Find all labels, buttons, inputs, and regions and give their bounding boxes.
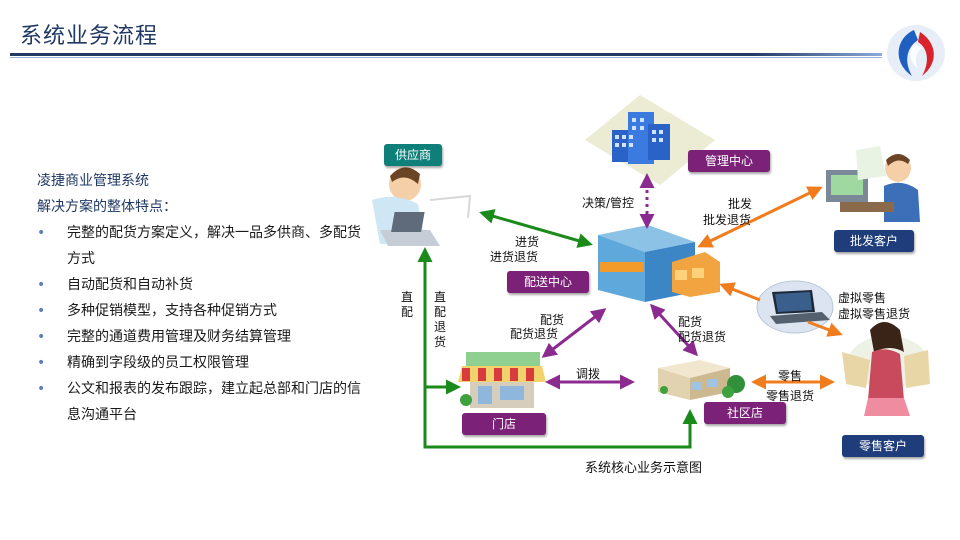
feature-list: 完整的配货方案定义，解决一品多供商、多配货方式 自动配货和自动补货 多种促销模型… [37,220,367,428]
retail-return-label: 零售退货 [766,389,815,403]
list-item: 完整的通道费用管理及财务结算管理 [37,324,367,350]
wholesale-customer-person-icon [826,146,920,222]
title-divider [10,53,882,56]
features-heading: 解决方案的整体特点： [37,199,177,215]
retail-label: 零售 [778,369,803,383]
retail-customer-badge: 零售客户 [842,435,924,457]
management-center-building-icon [585,95,715,185]
distribution-center-building-icon [598,225,720,302]
direct-delivery-label: 直配 [400,290,413,319]
store-badge: 门店 [462,413,546,435]
wholesale-arrow [697,186,823,248]
supplier-badge: 供应商 [384,144,442,166]
supplier-person-icon [372,167,472,246]
virtual-retail-label: 虚拟零售 [838,291,887,305]
store-building-icon [458,352,546,408]
virtual-retail-arrow [719,282,761,302]
store-distribute-return-label: 配货退货 [510,327,559,341]
community-distribution-arrow [649,303,699,357]
laptop-retail-arrow [807,320,843,337]
store-distribute-label: 配货 [540,313,565,327]
wholesale-label: 批发 [728,197,753,211]
distribution-center-badge: 配送中心 [507,271,589,293]
direct-delivery-arrow [417,247,698,449]
page-title: 系统业务流程 [20,24,159,49]
purchase-label: 进货 [515,235,540,249]
virtual-retail-return-label: 虚拟零售退货 [838,307,911,321]
solution-summary: 凌捷商业管理系统 解决方案的整体特点： 完整的配货方案定义，解决一品多供商、多配… [37,168,367,428]
company-logo [887,25,945,81]
list-item: 多种促销模型，支持各种促销方式 [37,298,367,324]
diagram-caption: 系统核心业务示意图 [585,461,703,476]
title-divider-thin [10,57,882,58]
community-store-building-icon [658,360,745,400]
laptop-icon [756,280,834,334]
management-center-badge: 管理中心 [688,150,770,172]
wholesale-customer-badge: 批发客户 [834,230,914,252]
community-distribute-label: 配货 [678,315,703,329]
list-item: 自动配货和自动补货 [37,272,367,298]
system-name: 凌捷商业管理系统 [37,173,149,189]
list-item: 公文和报表的发布跟踪，建立起总部和门店的信息沟通平台 [37,376,367,428]
direct-delivery-return-label: 直配退货 [433,290,446,349]
list-item: 精确到字段级的员工权限管理 [37,350,367,376]
transfer-label: 调拨 [576,367,601,381]
supplier-distribution-arrow [479,209,593,248]
community-distribute-return-label: 配货退货 [678,330,727,344]
community-store-badge: 社区店 [704,402,786,424]
list-item: 完整的配货方案定义，解决一品多供商、多配货方式 [37,220,367,272]
store-distribution-arrow [541,308,607,358]
decision-label: 决策/管控 [582,196,635,210]
purchase-return-label: 进货退货 [490,250,539,264]
retail-customer-person-icon [842,322,930,416]
wholesale-return-label: 批发退货 [703,213,752,227]
